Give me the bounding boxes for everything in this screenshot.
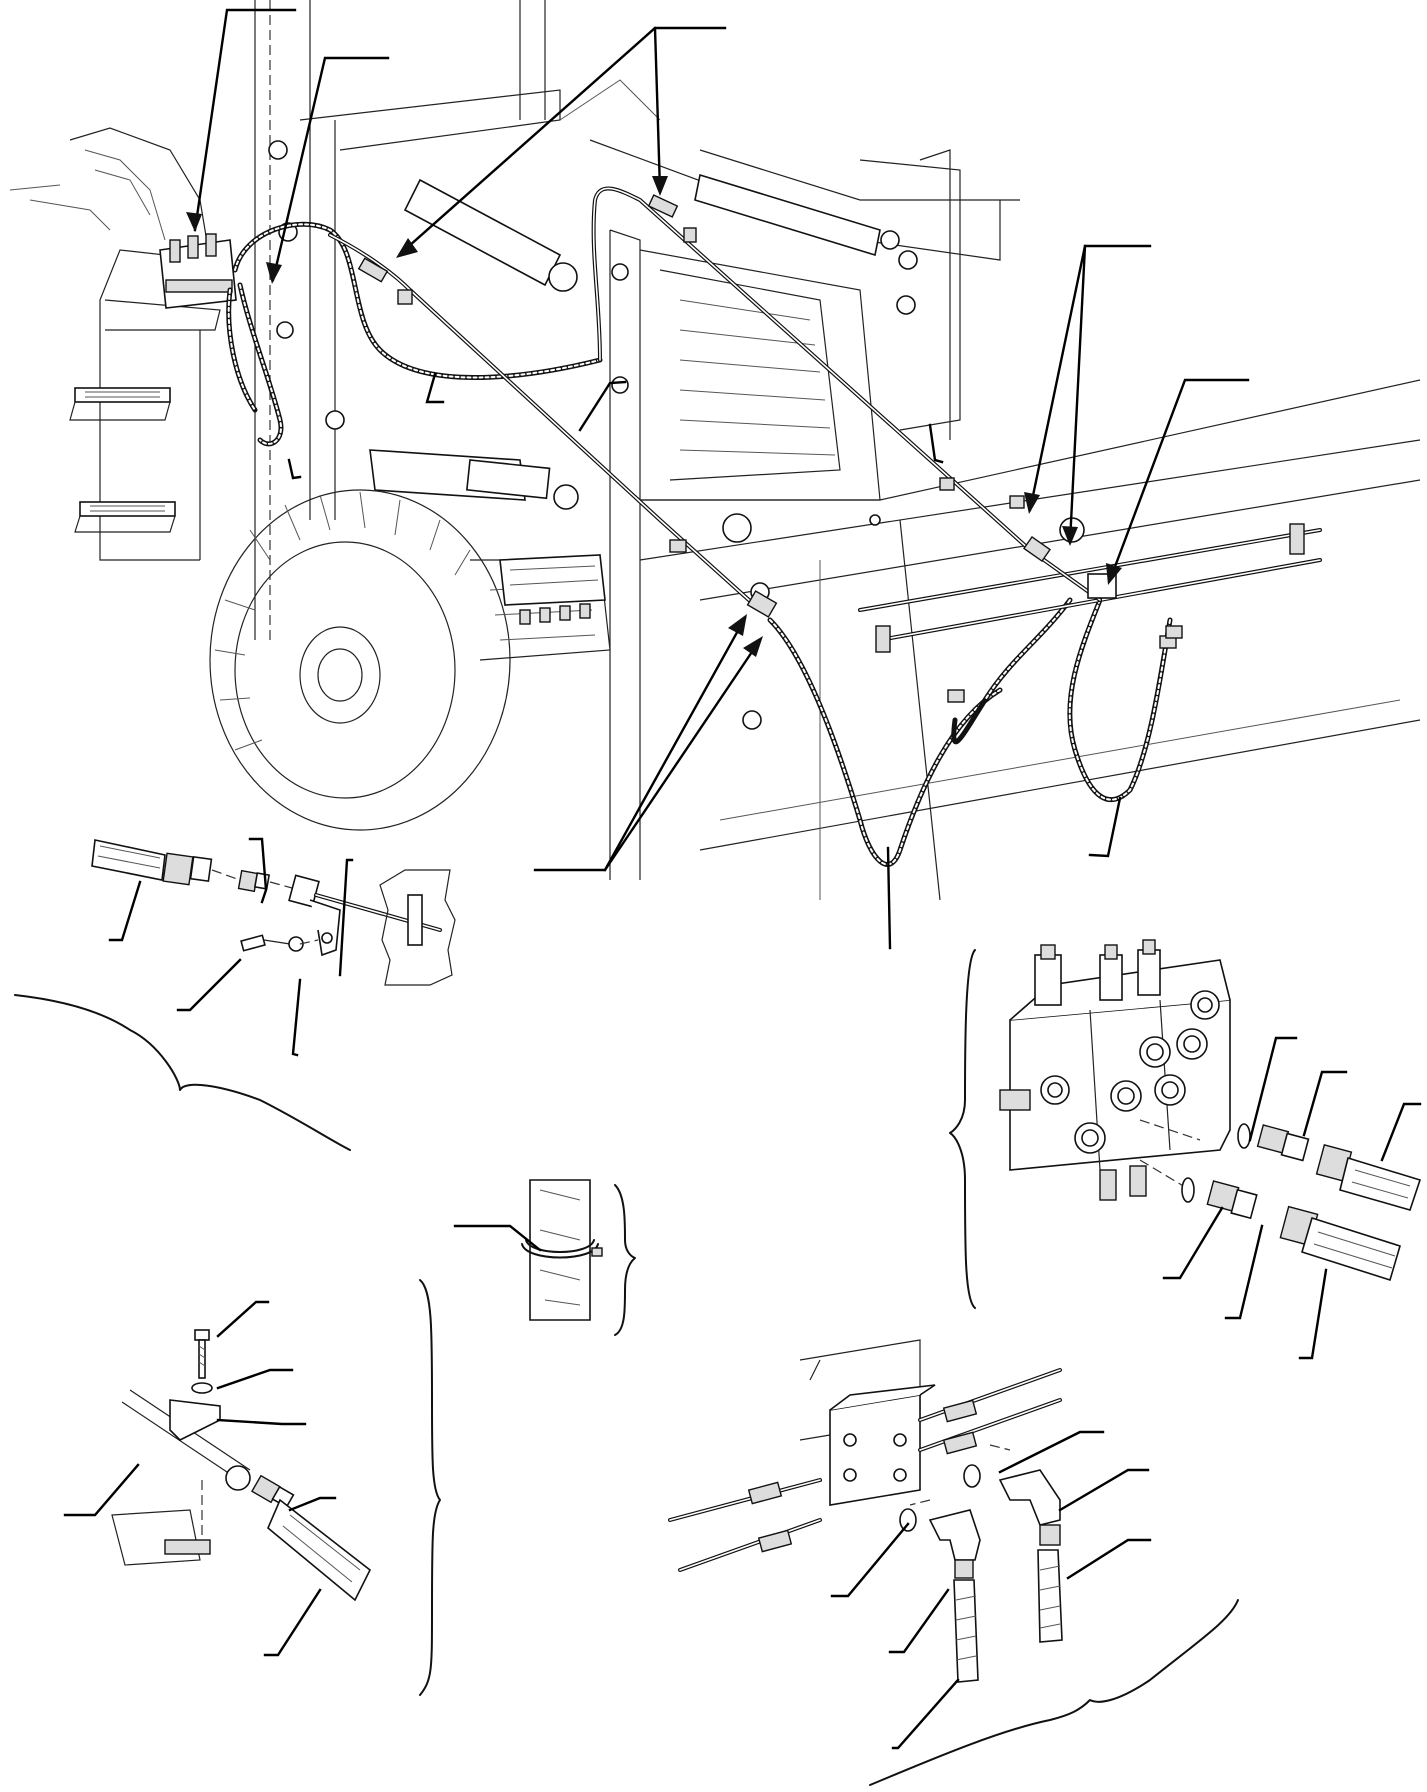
callout-leader-26 [216, 1368, 294, 1390]
detail-pipe-clamp-bracket [111, 1329, 372, 1602]
callout-arrow-05 [1106, 563, 1122, 585]
callout-leader-13 [108, 880, 142, 942]
callout-leaders [63, 8, 1422, 1750]
callout-leader-02 [271, 56, 390, 282]
callout-leader-30 [263, 1588, 322, 1657]
callout-leader-04 [1028, 244, 1152, 512]
callout-arrow-09b [743, 636, 763, 657]
callout-leader-11 [886, 846, 892, 950]
callout-arrow-03 [396, 238, 418, 258]
callout-arrow-01 [186, 212, 202, 232]
callout-leader-34 [830, 1522, 910, 1598]
callout-leader-06 [425, 372, 445, 404]
callout-leader-23 [1298, 1268, 1328, 1360]
callout-leader-10 [287, 458, 302, 480]
detail-pipe-to-hose-connector [91, 839, 456, 986]
callout-leader-14 [248, 837, 268, 904]
callout-leader-27 [216, 1418, 307, 1426]
callout-leader-03b [653, 26, 662, 192]
detail-tee-block [668, 1339, 1063, 1683]
callout-leader-24 [453, 1224, 542, 1252]
callout-leader-28 [63, 1463, 140, 1517]
callout-leader-22 [1224, 1224, 1264, 1320]
cab-body [9, 127, 221, 561]
callout-leader-35 [888, 1588, 950, 1654]
callout-leader-25 [216, 1300, 270, 1338]
callout-leader-33 [1066, 1538, 1152, 1580]
callout-arrow-09 [728, 614, 747, 636]
callout-arrow-03b [652, 176, 668, 196]
detail-hose-clamp [521, 1179, 603, 1321]
callout-leader-12 [1088, 796, 1122, 858]
lift-arm [268, 139, 1421, 901]
callout-arrow-04 [1024, 492, 1040, 514]
callout-leader-29 [288, 1496, 337, 1512]
callout-leader-32 [1058, 1468, 1150, 1512]
callout-leader-31 [998, 1430, 1105, 1474]
callout-leader-05 [1108, 378, 1250, 582]
callout-arrow-02 [266, 262, 282, 284]
arm-valve-block [499, 554, 606, 625]
callout-leader-08 [928, 423, 944, 464]
hose-routing [226, 221, 1173, 867]
grouping-braces [14, 949, 1239, 1786]
loader-frame-view [9, 0, 1421, 901]
loader-tower [254, 0, 661, 640]
callout-leader-36 [891, 1678, 960, 1750]
lift-cylinders [369, 173, 900, 510]
main-view-fittings [357, 194, 1305, 703]
loader-control-valve-small [159, 233, 237, 309]
front-tyre [209, 489, 611, 831]
callout-arrow-04b [1062, 526, 1078, 546]
callout-leader-15 [338, 858, 354, 977]
detail-control-valve [999, 939, 1422, 1282]
callout-leader-18 [1248, 1036, 1298, 1142]
callout-leader-04b [1068, 244, 1087, 544]
callout-leader-19 [1302, 1070, 1348, 1137]
callout-leader-20 [1380, 1102, 1422, 1162]
callout-leader-09b [603, 638, 762, 872]
callout-leader-07 [578, 380, 627, 432]
callout-leader-21 [1162, 1206, 1224, 1280]
callout-leader-16 [176, 958, 242, 1012]
callout-leader-17 [291, 978, 302, 1057]
callout-leader-01 [193, 8, 297, 232]
